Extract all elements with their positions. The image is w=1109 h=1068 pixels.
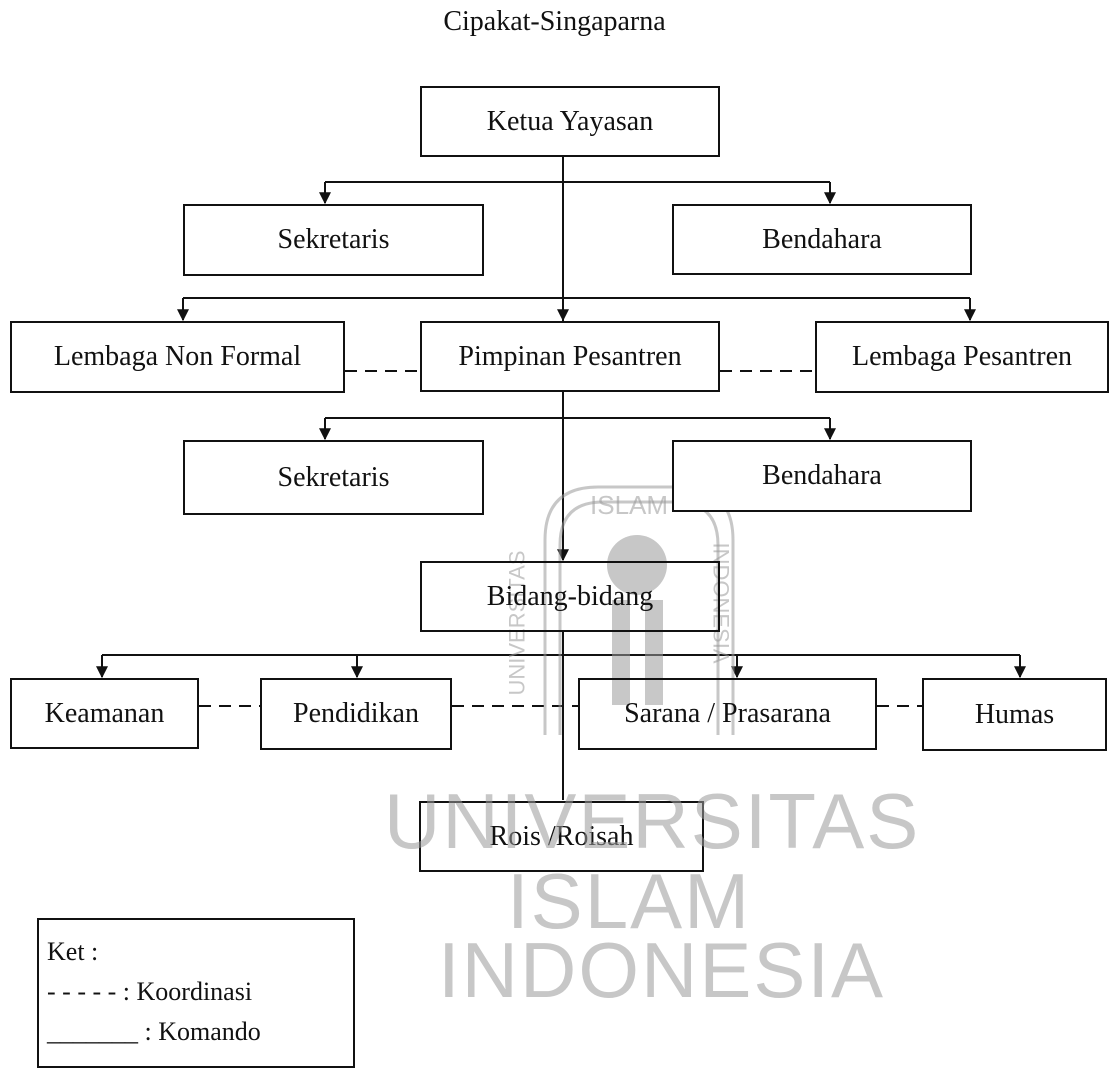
node-humas: Humas bbox=[922, 678, 1107, 751]
node-pimpinan-pesantren: Pimpinan Pesantren bbox=[420, 321, 720, 392]
node-lembaga-non-formal: Lembaga Non Formal bbox=[10, 321, 345, 393]
node-bendahara-1: Bendahara bbox=[672, 204, 972, 275]
node-pendidikan: Pendidikan bbox=[260, 678, 452, 750]
university-seal-watermark bbox=[543, 485, 735, 735]
node-sekretaris-2: Sekretaris bbox=[183, 440, 484, 515]
legend-heading: Ket : bbox=[47, 937, 99, 966]
legend-komando: : Komando bbox=[144, 1017, 261, 1046]
legend-koordinasi: - - - - - : Koordinasi bbox=[47, 977, 253, 1006]
node-bidang-bidang: Bidang-bidang bbox=[420, 561, 720, 632]
legend-box: Ket : - - - - - : Koordinasi _______ : K… bbox=[37, 918, 355, 1068]
node-ketua-yayasan: Ketua Yayasan bbox=[420, 86, 720, 157]
node-sekretaris-1: Sekretaris bbox=[183, 204, 484, 276]
node-lembaga-pesantren: Lembaga Pesantren bbox=[815, 321, 1109, 393]
diagram-title: Cipakat-Singaparna bbox=[443, 6, 666, 37]
legend-komando-line: _______ bbox=[47, 1017, 138, 1046]
node-keamanan: Keamanan bbox=[10, 678, 199, 749]
node-sarana-prasarana: Sarana / Prasarana bbox=[578, 678, 877, 750]
node-rois-roisah: Rois /Roisah bbox=[419, 801, 704, 872]
node-bendahara-2: Bendahara bbox=[672, 440, 972, 512]
legend-komando-row: _______ : Komando bbox=[47, 1012, 353, 1052]
